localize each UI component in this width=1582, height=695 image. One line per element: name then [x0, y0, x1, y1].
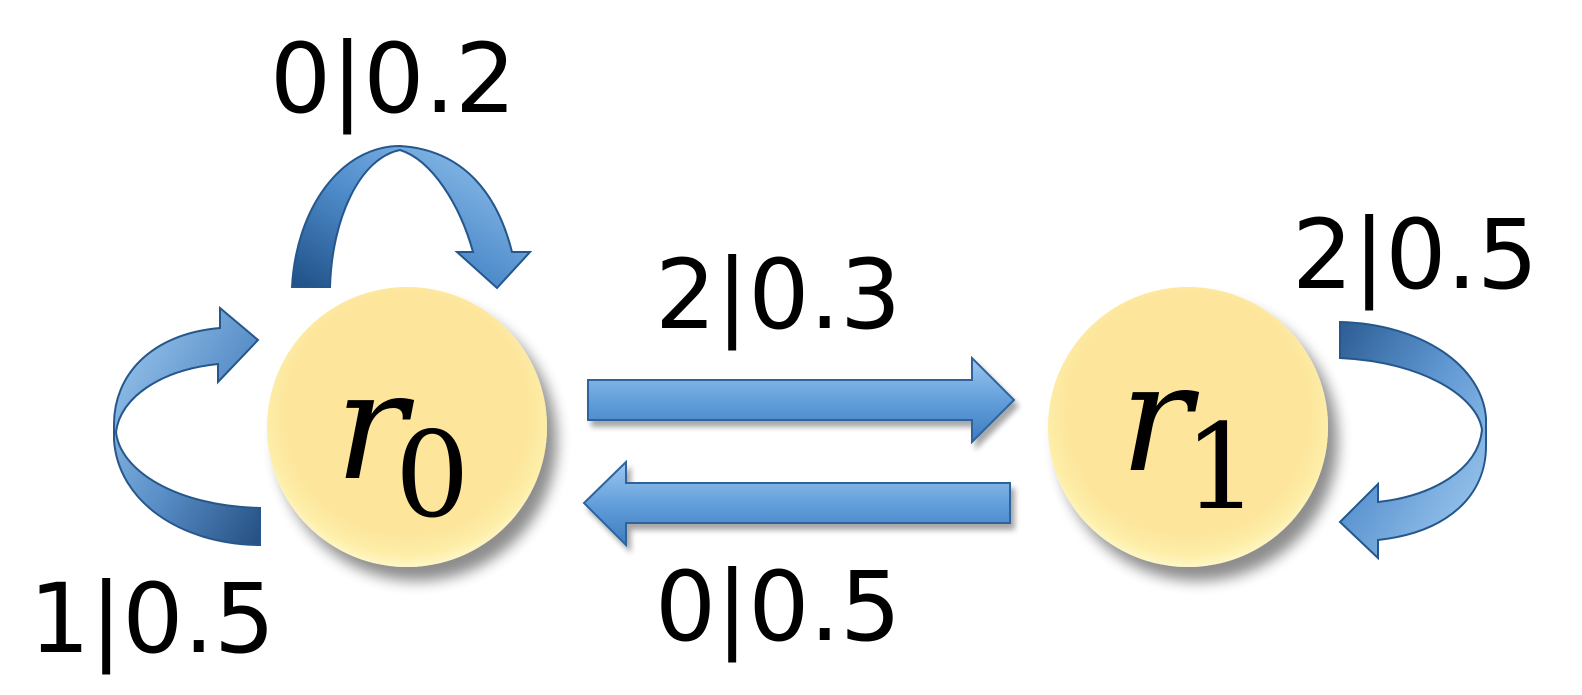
transition-label-r0-self-top: 0|0.2	[270, 23, 516, 136]
transition-label-r0-self-left: 1|0.5	[29, 563, 275, 676]
state-r0-label: r0	[335, 340, 470, 544]
transition-arrow-r1-to-r0	[582, 459, 1011, 548]
transition-arrow-r0-to-r1	[587, 355, 1016, 445]
self-loop-arrow-r0-top	[290, 144, 533, 290]
state-r1-label: r1	[1120, 332, 1259, 536]
transition-label-r1-self: 2|0.5	[1292, 199, 1538, 312]
state-r0-circle	[267, 287, 547, 567]
transition-label-r0-to-r1: 2|0.3	[655, 239, 901, 352]
self-loop-arrow-r0-left	[113, 305, 261, 547]
self-loop-arrow-r1-right	[1338, 320, 1487, 561]
state-r1-circle	[1048, 287, 1328, 567]
transition-label-r1-to-r0: 0|0.5	[655, 551, 901, 664]
state-r1: r1	[1048, 287, 1328, 567]
state-r0: r0	[267, 287, 547, 567]
